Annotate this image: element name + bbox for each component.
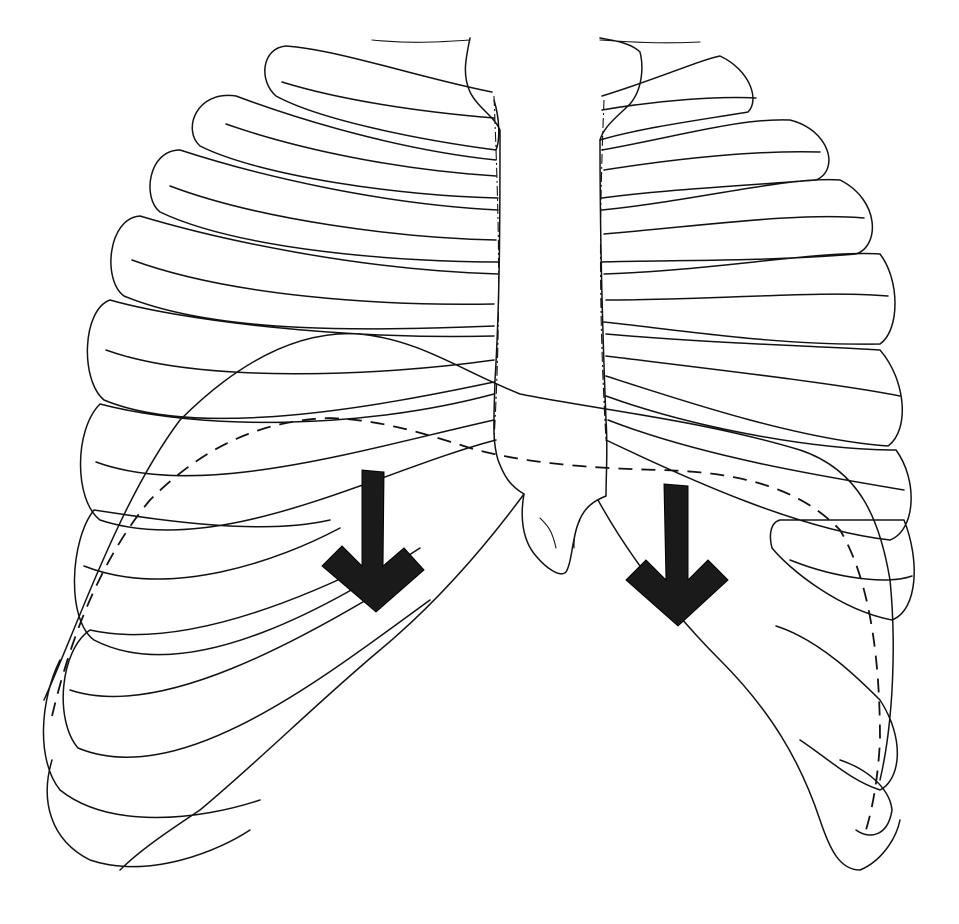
left-rib-7-inner [83, 527, 341, 580]
left-ribs [42, 45, 525, 871]
left-rib-5 [86, 299, 495, 420]
left-rib-6 [79, 393, 497, 531]
sternum [371, 37, 701, 575]
right-rib-9 [839, 759, 893, 836]
right-rib-4-inner [605, 293, 889, 301]
left-rib-10 [46, 759, 251, 868]
left-rib-3 [149, 149, 499, 263]
right-rib-2 [601, 119, 830, 199]
left-rib-4 [110, 215, 499, 330]
right-rib-2-inner [603, 150, 821, 171]
left-rib-2 [191, 94, 499, 199]
left-costal-cartilage [493, 95, 500, 441]
right-costal-cartilage [599, 99, 607, 441]
left-rib-1 [264, 45, 500, 151]
left-rib-1-inner [281, 81, 495, 119]
left-rib-2-inner [225, 123, 497, 177]
right-rib-1-inner [601, 96, 757, 111]
arrows [321, 469, 729, 627]
left-rib-8 [62, 559, 431, 758]
right-rib-3 [601, 178, 874, 263]
right-rib-5 [605, 333, 904, 447]
left-rib-5-inner [105, 349, 495, 375]
diaphragm-dashed-outline [51, 417, 881, 831]
diaphragm-solid-outline [43, 332, 894, 781]
sternum-outline [464, 37, 643, 575]
right-rib-6 [605, 395, 912, 541]
left-downward-arrow [321, 469, 425, 613]
left-rib-6-inner [95, 419, 495, 477]
left-rib-7 [73, 509, 421, 656]
right-rib-3-inner [603, 215, 865, 235]
right-downward-arrow [625, 483, 729, 627]
right-rib-5-inner [605, 355, 901, 397]
left-rib-8-inner [69, 579, 401, 698]
manubrium-top [371, 39, 701, 44]
left-rib-3-inner [169, 185, 497, 241]
right-rib-8 [775, 625, 899, 791]
right-rib-4 [603, 252, 896, 345]
right-rib-6-inner [607, 419, 905, 491]
right-costal-margin [597, 499, 901, 871]
right-ribs [597, 55, 915, 871]
right-rib-1 [599, 55, 754, 141]
left-rib-9 [42, 659, 261, 819]
right-rib-7-inner [789, 559, 913, 581]
left-costal-margin [119, 493, 525, 871]
diaphragm [43, 332, 894, 831]
left-rib-4-inner [131, 259, 495, 305]
xiphoid-notch [539, 517, 581, 549]
